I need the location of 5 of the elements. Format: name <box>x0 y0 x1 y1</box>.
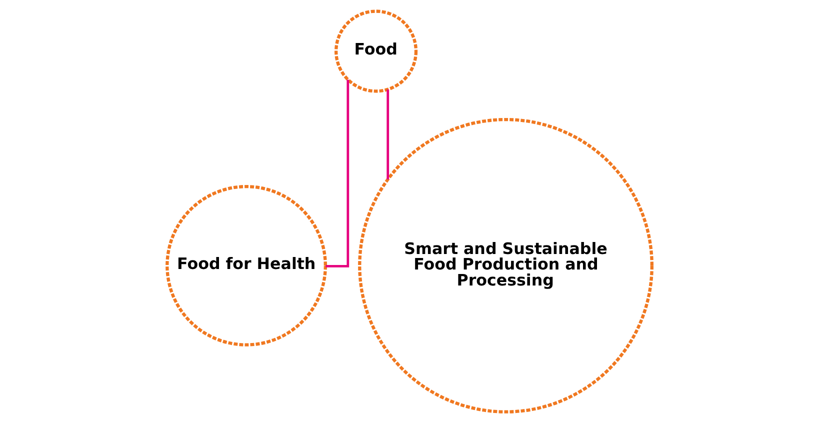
connector <box>326 80 350 268</box>
connector <box>386 90 390 180</box>
node-circle: Smart and Sustainable Food Production and Processing <box>358 118 654 414</box>
node-circle: Food for Health <box>166 184 327 346</box>
node-circle: Food <box>334 10 418 93</box>
